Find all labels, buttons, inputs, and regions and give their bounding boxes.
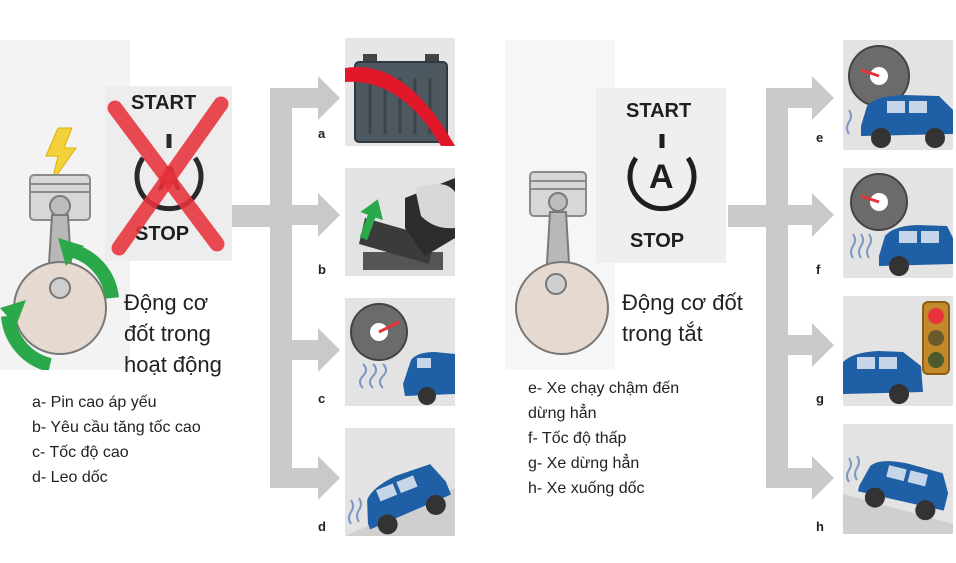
battery-icon [345, 38, 455, 146]
downhill-car-icon [843, 424, 953, 534]
left-condition-list: a- Pin cao áp yếu b- Yêu cầu tăng tốc ca… [32, 390, 201, 490]
right-a-symbol: A [649, 158, 674, 196]
list-item: a- Pin cao áp yếu [32, 394, 157, 411]
right-start-stop-symbol [627, 134, 697, 212]
tile-letter-c: c [318, 391, 326, 406]
tile-letter-g: g [816, 391, 824, 406]
tile-letter-f: f [816, 262, 821, 277]
tile-letter-d: d [318, 519, 326, 534]
tile-h-downhill [843, 424, 953, 534]
tile-letter-a: a [318, 126, 326, 141]
tile-d-uphill [345, 428, 455, 536]
right-stop-label: STOP [630, 230, 685, 252]
tile-e-slow-to-stop [843, 40, 953, 150]
low-speed-car-icon [843, 168, 953, 278]
red-cross-icon [107, 96, 229, 256]
pedal-icon [345, 168, 455, 276]
list-item: dừng hẳn [528, 405, 597, 422]
right-start-stop-panel: START A STOP [596, 88, 726, 263]
left-start-stop-symbol [134, 134, 204, 212]
left-stop-label: STOP [135, 223, 190, 245]
list-item: e- Xe chạy chậm đến [528, 380, 680, 397]
right-engine-label-line-1: Động cơ đốt [622, 290, 743, 315]
right-condition-list: e- Xe chạy chậm đến dừng hẳn f- Tốc độ t… [528, 376, 679, 501]
list-item: h- Xe xuống dốc [528, 480, 645, 497]
traffic-light-car-icon [843, 296, 953, 406]
tile-c-high-speed [345, 298, 455, 406]
left-start-label: START [131, 92, 197, 114]
tile-letter-e: e [816, 130, 824, 145]
tile-g-vehicle-stopped [843, 296, 953, 406]
list-item: b- Yêu cầu tăng tốc cao [32, 419, 201, 436]
list-item: g- Xe dừng hẳn [528, 455, 640, 472]
slow-car-icon [843, 40, 953, 150]
uphill-car-icon [345, 428, 455, 536]
right-piston-icon [515, 171, 609, 355]
list-item: d- Leo dốc [32, 469, 108, 486]
list-item: f- Tốc độ thấp [528, 430, 627, 447]
left-piston-icon [0, 127, 119, 370]
tile-letter-b: b [318, 262, 326, 277]
left-engine-label: Động cơ đốt trong hoạt động [124, 287, 222, 380]
tile-b-high-acceleration [345, 168, 455, 276]
tile-letter-h: h [816, 519, 824, 534]
right-start-label: START [626, 100, 692, 122]
left-engine-label-line-1: Động cơ [124, 290, 209, 315]
tile-f-low-speed [843, 168, 953, 278]
left-engine-label-line-2: đốt trong [124, 321, 211, 346]
speedometer-car-icon [345, 298, 455, 406]
left-engine-label-line-3: hoạt động [124, 352, 222, 377]
tile-a-weak-battery [345, 38, 455, 146]
right-engine-label-line-2: trong tắt [622, 321, 703, 346]
left-start-stop-panel: START A STOP [105, 86, 232, 261]
right-engine-label: Động cơ đốt trong tắt [622, 287, 743, 349]
list-item: c- Tốc độ cao [32, 444, 129, 461]
